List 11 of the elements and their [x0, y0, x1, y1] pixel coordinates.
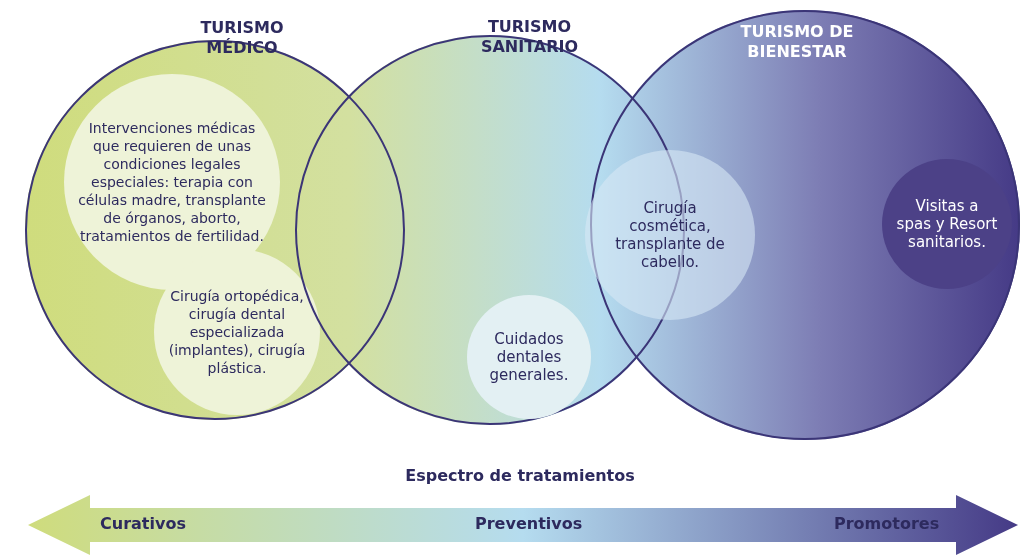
spectrum-label: Curativos [100, 514, 186, 533]
axis-title: Espectro de tratamientos [405, 466, 635, 485]
bubble-text: Intervenciones médicas que requieren de unas condiciones legales especiales: terapia con células madre, transplante de órganos, aborto, tratamientos de fertilidad. [77, 119, 267, 245]
bubble-text: Visitas a spas y Resort sanitarios. [896, 197, 998, 251]
bubble-text: Cirugía cosmética, transplante de cabello. [614, 199, 726, 271]
category-circle [590, 10, 1020, 440]
circle-title: TURISMO DE BIENESTAR [739, 22, 855, 62]
spectrum-label: Promotores [834, 514, 940, 533]
bubble-text: Cirugía ortopédica, cirugía dental especializada (implantes), cirugía plástica. [167, 287, 307, 377]
bubble-text: Cuidados dentales generales. [488, 330, 570, 384]
spectrum-label: Preventivos [475, 514, 583, 533]
